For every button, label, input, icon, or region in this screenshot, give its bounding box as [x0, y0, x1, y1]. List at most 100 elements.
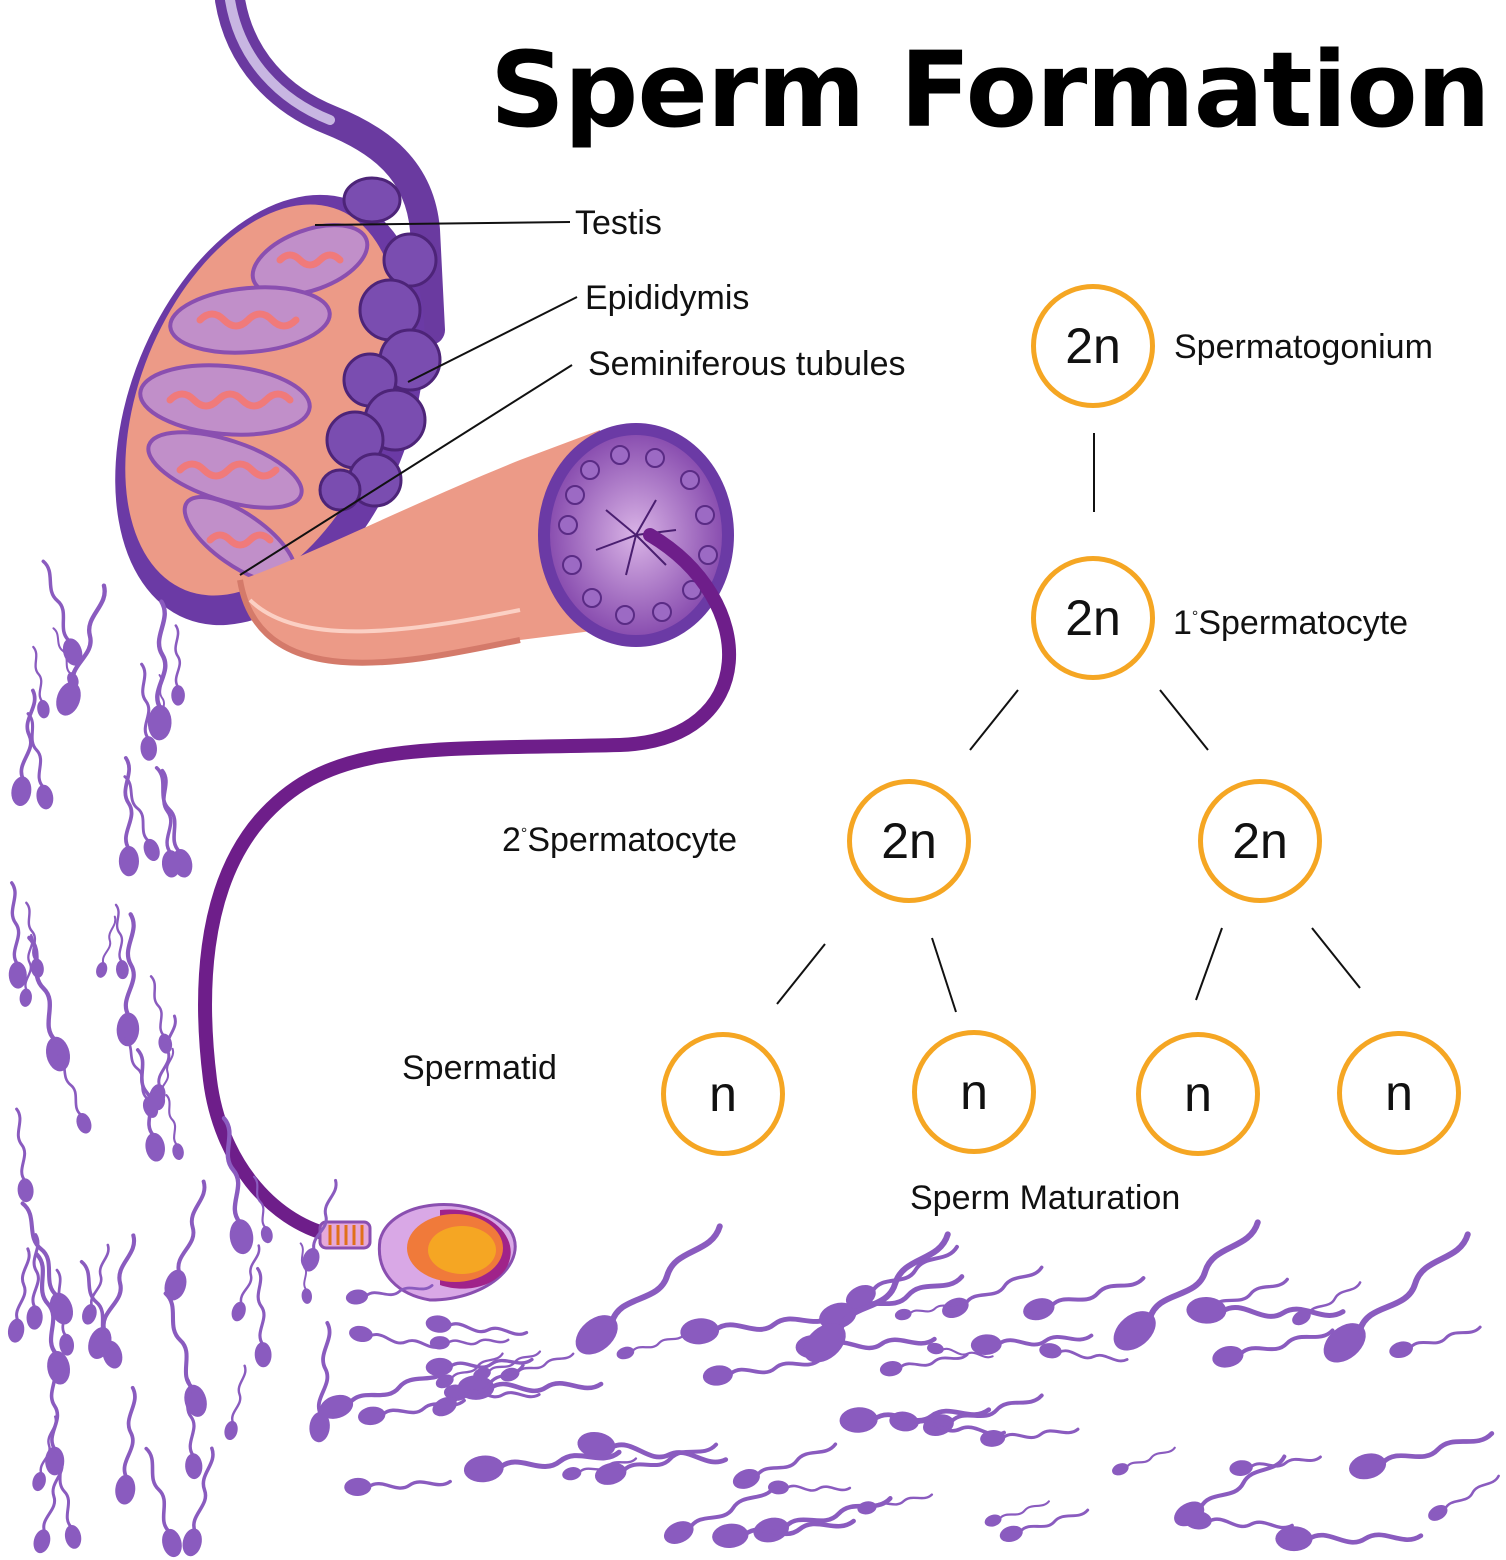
sperm-cell: [254, 1266, 272, 1368]
sperm-cell: [123, 775, 160, 861]
sperm-cell: [349, 1325, 444, 1349]
sperm-cell: [473, 1350, 542, 1381]
sperm-cell: [88, 1233, 137, 1359]
page-title: Sperm Formation: [490, 29, 1491, 151]
sperm-cell: [970, 1333, 1094, 1355]
sperm-cell: [15, 1107, 34, 1203]
sperm-swarm: [7, 559, 1500, 1558]
sperm-cell: [116, 912, 140, 1047]
sperm-cell: [663, 1484, 777, 1544]
primary-spermatocyte-label: 1°Spermatocyte: [1173, 606, 1408, 640]
lineage-lines: [776, 433, 1361, 1013]
sperm-cell: [171, 624, 185, 706]
sperm-cell: [732, 1442, 838, 1489]
testis-label: Testis: [575, 204, 662, 242]
spermatogonium-label: Spermatogonium: [1174, 328, 1433, 366]
sperm-cell: [980, 1427, 1080, 1447]
sperm-cell: [463, 1449, 622, 1483]
sperm-cell: [435, 1352, 504, 1389]
sperm-cell: [144, 1446, 182, 1558]
sperm-cell: [803, 1231, 951, 1363]
sperm-cell: [432, 1363, 525, 1417]
sperm-cell: [224, 1364, 247, 1441]
sperm-cell: [118, 756, 139, 877]
sperm-cell: [712, 1518, 856, 1548]
sperm-cell: [1039, 1343, 1129, 1363]
sperm-cell: [819, 1274, 965, 1330]
sperm-cell: [425, 1315, 529, 1336]
sperm-cell: [147, 599, 172, 741]
sperm-cell: [149, 975, 173, 1054]
sperm-cell: [768, 1480, 852, 1495]
seminiferous-tubules-label: Seminiferous tubules: [588, 345, 906, 383]
sperm-cell: [927, 1342, 994, 1359]
sperm-cell: [25, 901, 44, 978]
sperm-cell: [302, 1178, 338, 1272]
sperm-cell: [1292, 1281, 1362, 1326]
tubules-leader-line: [239, 364, 573, 576]
sperm-cell: [57, 1054, 92, 1134]
primary-spermatocyte-name: Spermatocyte: [1198, 604, 1409, 642]
sperm-cell: [11, 688, 37, 807]
sperm-cell: [1428, 1474, 1500, 1521]
sperm-cell: [753, 1496, 893, 1543]
sperm-cell: [879, 1353, 969, 1377]
sperm-tail: [198, 528, 737, 1242]
sperm-cell: [252, 1175, 273, 1244]
sperm-cell: [45, 1361, 65, 1476]
epididymis-label: Epididymis: [585, 279, 750, 317]
sperm-cell: [56, 583, 107, 716]
sperm-cell: [7, 1247, 31, 1343]
epididymis-leader-line: [407, 296, 578, 383]
sperm-cell: [82, 1243, 110, 1325]
sperm-cell: [32, 645, 50, 719]
sperm-cell: [1113, 1219, 1261, 1351]
sperm-cell: [52, 627, 79, 688]
sperm-cell: [140, 662, 157, 761]
sperm-cell: [8, 881, 27, 989]
sperm-cell: [702, 1358, 822, 1386]
sperm-cell: [163, 1291, 207, 1417]
sperm-cell: [182, 1446, 215, 1557]
sperm-cell: [1349, 1431, 1495, 1480]
sperm-head-illustration: [318, 1203, 517, 1302]
sperm-cell: [857, 1493, 934, 1515]
sperm-cell: [680, 1313, 835, 1345]
degree-sign: °: [1191, 608, 1199, 626]
sperm-cell: [344, 1477, 452, 1496]
sperm-cell: [894, 1301, 961, 1321]
sperm-cell: [34, 1252, 71, 1385]
sperm-cell: [309, 1321, 332, 1443]
sperm-cell: [345, 1284, 434, 1305]
sperm-cell: [231, 1244, 261, 1322]
secondary-spermatocyte-prefix: 2: [502, 821, 521, 859]
sperm-cell: [123, 1037, 159, 1118]
spermatid-cell: n: [912, 1030, 1036, 1154]
sperm-cell: [1275, 1526, 1424, 1552]
sperm-cell: [96, 915, 117, 978]
spermatogonium-cell: 2n: [1031, 284, 1155, 408]
sperm-cell: [1212, 1328, 1335, 1368]
sperm-cell: [165, 1094, 184, 1161]
sperm-cell: [999, 1508, 1090, 1543]
sperm-cell: [616, 1333, 686, 1360]
secondary-spermatocyte-name: Spermatocyte: [527, 821, 738, 859]
sperm-cell: [160, 768, 181, 878]
primary-spermatocyte-cell: 2n: [1031, 556, 1155, 680]
sperm-cell: [185, 1376, 203, 1480]
sperm-cell: [942, 1265, 1044, 1319]
sperm-cell: [135, 1048, 165, 1162]
sperm-cell: [299, 1242, 312, 1304]
testis-leader-line: [314, 221, 571, 226]
sperm-cell: [319, 1367, 450, 1419]
sperm-cell: [577, 1431, 729, 1465]
spermatid-cell: n: [1136, 1032, 1260, 1156]
secondary-spermatocyte-cell: 2n: [1198, 779, 1322, 903]
sperm-cell: [1389, 1325, 1482, 1359]
sperm-cell: [115, 1385, 137, 1505]
sperm-cell: [1112, 1446, 1176, 1476]
sperm-cell: [41, 559, 83, 666]
seminiferous-tubule-illustration: [237, 423, 734, 666]
